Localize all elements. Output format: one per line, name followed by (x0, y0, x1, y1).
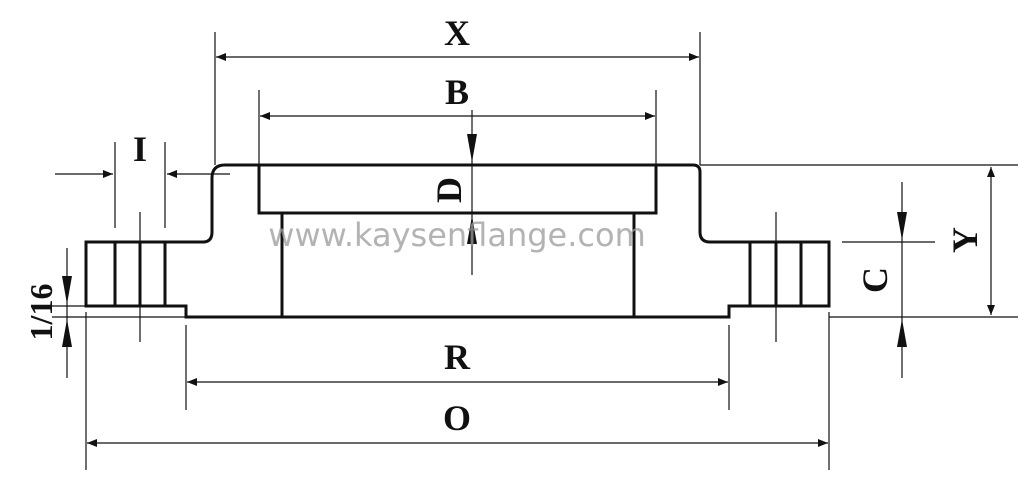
dim-arrow-c-top (897, 212, 907, 240)
dim-arrow-d-top (467, 134, 477, 162)
label-y: Y (945, 227, 985, 253)
dim-arrow-d-bottom (467, 216, 477, 244)
label-d: D (429, 177, 469, 203)
label-r: R (444, 337, 471, 377)
flange-outline (84, 163, 831, 319)
label-c: C (855, 267, 895, 293)
label-raised-face: 1/16 (23, 284, 59, 341)
dim-arrow-raised-face-bottom (62, 319, 72, 347)
label-b: B (445, 72, 469, 112)
extension-lines (52, 32, 1018, 470)
bore-recess (257, 163, 658, 215)
label-i: I (133, 129, 147, 169)
watermark-text: www.kaysenflange.com (268, 216, 645, 254)
label-x: X (444, 13, 470, 53)
label-o: O (443, 398, 471, 438)
dim-arrow-raised-face-top (62, 276, 72, 304)
dim-arrow-c-bottom (897, 319, 907, 347)
